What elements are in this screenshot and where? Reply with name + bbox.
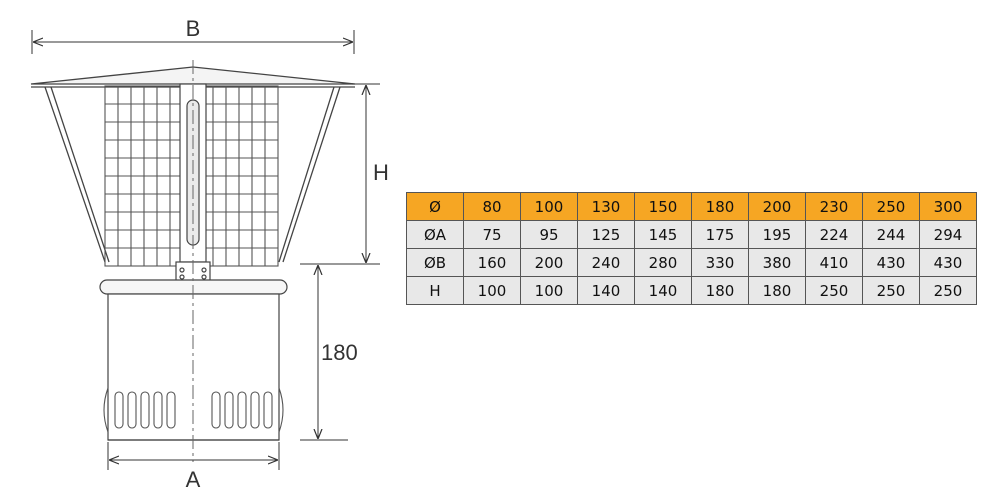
crimped-end [103,387,284,433]
table-header-cell: 150 [634,192,692,221]
table-header-cell: 230 [805,192,863,221]
table-cell: 125 [577,220,635,249]
table-cell: 75 [463,220,521,249]
table-cell: 160 [463,248,521,277]
table-cell: 140 [577,276,635,305]
dimension-b-label: B [186,16,201,41]
table-cell: 95 [520,220,578,249]
table-cell: 200 [520,248,578,277]
table-cell: 100 [520,276,578,305]
table-row: H 100 100 140 140 180 180 250 250 250 [406,276,977,305]
table-cell: 175 [691,220,749,249]
table-cell: 240 [577,248,635,277]
table-cell: 294 [919,220,977,249]
table-cell: 380 [748,248,806,277]
dimension-spec-table: Ø 80 100 130 150 180 200 230 250 300 ØA … [406,192,977,305]
table-header-cell: 100 [520,192,578,221]
table-cell: 100 [463,276,521,305]
dimension-180: 180 [300,266,358,441]
table-cell: 330 [691,248,749,277]
dimension-h: H [300,83,389,265]
table-row-label: ØA [406,220,464,249]
table-cell: 145 [634,220,692,249]
table-cell: 410 [805,248,863,277]
table-header-cell: 130 [577,192,635,221]
table-cell: 250 [919,276,977,305]
table-row: ØA 75 95 125 145 175 195 224 244 294 [406,220,977,249]
chimney-cowl-drawing: B [30,16,389,492]
table-cell: 180 [691,276,749,305]
table-header-cell: 80 [463,192,521,221]
table-cell: 195 [748,220,806,249]
table-cell: 250 [805,276,863,305]
dimension-h-label: H [373,160,389,185]
table-row-label: ØB [406,248,464,277]
table-cell: 180 [748,276,806,305]
table-row-label: H [406,276,464,305]
table-cell: 250 [862,276,920,305]
table-header-cell: 250 [862,192,920,221]
table-cell: 430 [862,248,920,277]
dimension-b: B [31,16,355,54]
table-cell: 140 [634,276,692,305]
table-header-row: Ø 80 100 130 150 180 200 230 250 300 [406,192,977,221]
table-header-cell: 180 [691,192,749,221]
table-cell: 224 [805,220,863,249]
dimension-a: A [107,442,280,492]
table-row: ØB 160 200 240 280 330 380 410 430 430 [406,248,977,277]
table-header-cell: 200 [748,192,806,221]
dimension-a-label: A [186,467,201,492]
dimension-180-label: 180 [321,340,358,365]
table-cell: 280 [634,248,692,277]
table-cell: 244 [862,220,920,249]
table-header-cell: Ø [406,192,464,221]
table-header-cell: 300 [919,192,977,221]
table-cell: 430 [919,248,977,277]
